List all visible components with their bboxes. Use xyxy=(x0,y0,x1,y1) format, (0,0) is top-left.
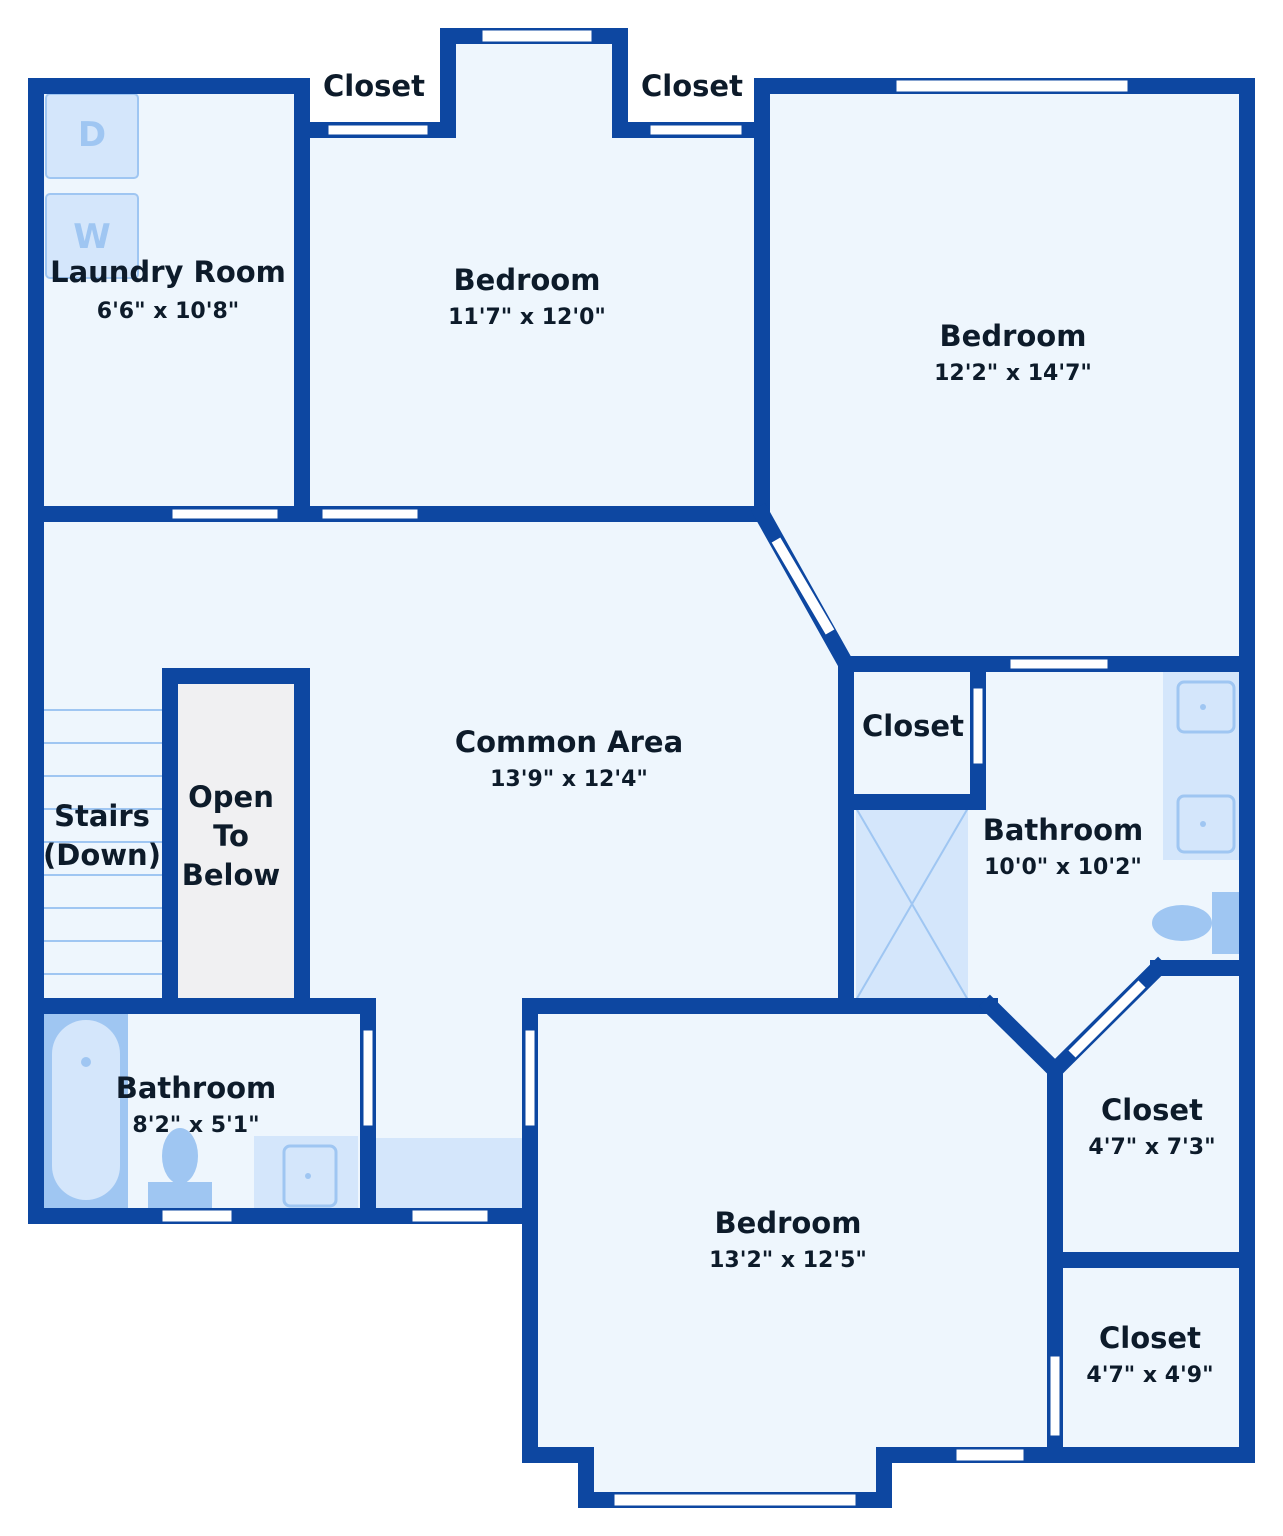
door-openings xyxy=(771,537,1146,1058)
room-dimensions: 8'2" x 5'1" xyxy=(132,1113,259,1138)
sink-icon xyxy=(254,1136,358,1210)
sink-icon xyxy=(1163,672,1243,742)
room-dimensions: 13'2" x 12'5" xyxy=(709,1248,867,1273)
room-name: Bathroom xyxy=(116,1071,277,1105)
room-dimensions: 13'9" x 12'4" xyxy=(490,767,648,792)
room-common-area: Common Area 13'9" x 12'4" xyxy=(455,725,683,792)
room-name: Common Area xyxy=(455,725,683,759)
room-name-line3: Below xyxy=(182,858,280,892)
room-bedroom-bottom: Bedroom 13'2" x 12'5" xyxy=(709,1206,867,1273)
room-name-line2: To xyxy=(213,819,249,853)
room-name: Closet xyxy=(323,69,425,103)
room-dimensions: 12'2" x 14'7" xyxy=(934,361,1092,386)
bathtub-icon xyxy=(44,1014,128,1210)
room-dimensions: 10'0" x 10'2" xyxy=(984,855,1142,880)
room-stairs: Stairs (Down) xyxy=(43,799,161,872)
room-name-line2: (Down) xyxy=(43,838,161,872)
room-closet-mid: Closet xyxy=(862,709,964,743)
room-bathroom-left: Bathroom 8'2" x 5'1" xyxy=(116,1071,277,1138)
room-name: Closet xyxy=(1101,1093,1203,1127)
shower-icon xyxy=(855,807,969,1001)
room-name: Bedroom xyxy=(940,319,1087,353)
stairs-icon xyxy=(44,709,162,975)
toilet-icon xyxy=(148,1128,212,1208)
room-name: Bedroom xyxy=(715,1206,862,1240)
open-to-below-area xyxy=(170,676,302,1006)
dryer-icon: D xyxy=(45,93,139,179)
room-name: Closet xyxy=(1099,1321,1201,1355)
landing-area xyxy=(372,1138,526,1210)
room-name: Bathroom xyxy=(983,813,1144,847)
room-bathroom-right: Bathroom 10'0" x 10'2" xyxy=(983,813,1144,880)
svg-text:D: D xyxy=(78,115,106,155)
sink-icon xyxy=(1163,742,1243,860)
room-name: Bedroom xyxy=(454,263,601,297)
windows-and-doors xyxy=(161,29,1129,1507)
room-closet-lower-1: Closet 4'7" x 7'3" xyxy=(1088,1093,1215,1160)
toilet-icon xyxy=(1152,892,1242,954)
room-closet-lower-2: Closet 4'7" x 4'9" xyxy=(1086,1321,1213,1388)
room-name: Stairs xyxy=(54,799,150,833)
room-name: Closet xyxy=(862,709,964,743)
room-laundry: Laundry Room 6'6" x 10'8" xyxy=(50,255,286,324)
room-open-to-below: Open To Below xyxy=(182,780,280,892)
room-bedroom-top: Bedroom 11'7" x 12'0" xyxy=(448,263,606,330)
room-dimensions: 4'7" x 7'3" xyxy=(1088,1135,1215,1160)
room-name-line1: Open xyxy=(188,780,274,814)
washer-icon: W xyxy=(45,193,139,279)
room-name: Laundry Room xyxy=(50,255,286,289)
room-dimensions: 4'7" x 4'9" xyxy=(1086,1363,1213,1388)
room-name: Closet xyxy=(641,69,743,103)
room-closet-top-right: Closet xyxy=(641,69,743,103)
room-dimensions: 6'6" x 10'8" xyxy=(97,299,239,324)
svg-text:W: W xyxy=(73,217,111,257)
room-closet-top-left: Closet xyxy=(323,69,425,103)
room-bedroom-right: Bedroom 12'2" x 14'7" xyxy=(934,319,1092,386)
room-dimensions: 11'7" x 12'0" xyxy=(448,305,606,330)
